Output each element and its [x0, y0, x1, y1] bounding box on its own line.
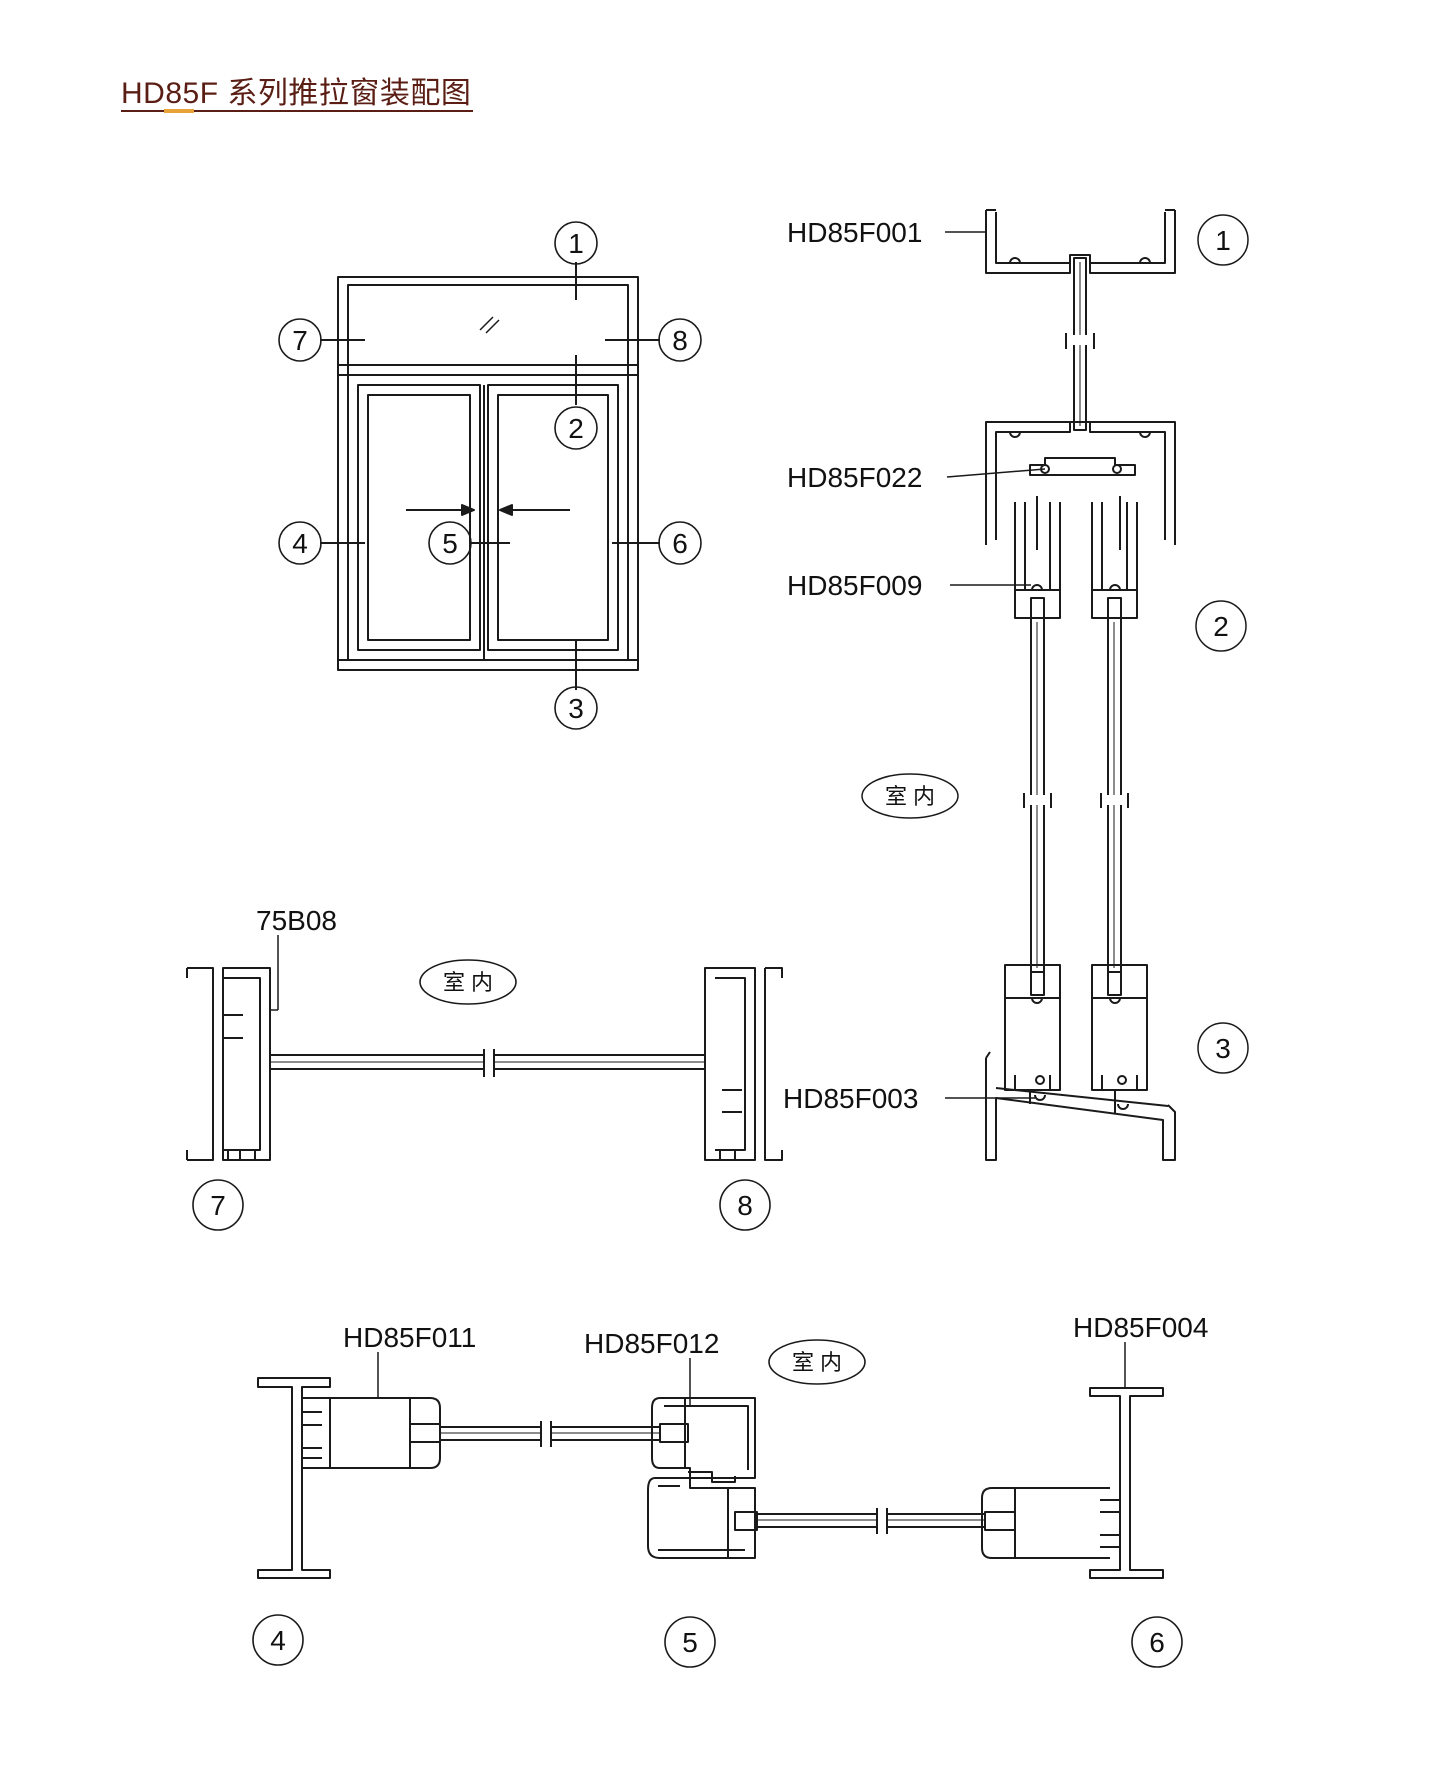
callout-6: 6 — [658, 521, 702, 565]
callout-4-section: 4 — [252, 1614, 304, 1666]
svg-text:室 内: 室 内 — [885, 784, 935, 809]
label-hd85f003: HD85F003 — [783, 1083, 918, 1114]
indoor-badge-456: 室 内 — [768, 1339, 866, 1385]
callout-7-section: 7 — [192, 1179, 244, 1231]
upper-sash-right — [1091, 496, 1138, 619]
label-hd85f011: HD85F011 — [343, 1322, 476, 1353]
callout-1: 1 — [554, 221, 598, 265]
lower-sash-left — [1004, 964, 1061, 1091]
label-hd85f001: HD85F001 — [787, 217, 922, 248]
callout-8: 8 — [658, 318, 702, 362]
callout-1-section: 1 — [1197, 214, 1249, 266]
svg-text:8: 8 — [737, 1190, 753, 1221]
svg-text:1: 1 — [568, 228, 584, 259]
svg-text:4: 4 — [292, 528, 308, 559]
svg-text:2: 2 — [568, 413, 584, 444]
svg-text:7: 7 — [292, 325, 308, 356]
svg-text:6: 6 — [672, 528, 688, 559]
label-75b08: 75B08 — [256, 905, 337, 936]
arrow-left-icon — [499, 504, 513, 516]
glass-mark — [479, 316, 494, 331]
title-accent-mark — [164, 109, 194, 113]
section-4-5-6: HD85F011 HD85F012 HD85F004 室 内 4 5 6 — [252, 1312, 1208, 1668]
title-underline — [121, 110, 473, 112]
indoor-badge-78: 室 内 — [419, 959, 517, 1005]
svg-text:3: 3 — [568, 693, 584, 724]
svg-text:2: 2 — [1213, 611, 1229, 642]
svg-text:室 内: 室 内 — [792, 1350, 842, 1375]
svg-text:室 内: 室 内 — [443, 970, 493, 995]
callout-8-section: 8 — [719, 1179, 771, 1231]
svg-text:1: 1 — [1215, 225, 1231, 256]
callout-2-section: 2 — [1195, 600, 1247, 652]
callout-3-section: 3 — [1197, 1022, 1249, 1074]
label-hd85f022: HD85F022 — [787, 462, 922, 493]
callout-7: 7 — [278, 318, 322, 362]
label-hd85f004: HD85F004 — [1073, 1312, 1208, 1343]
label-hd85f012: HD85F012 — [584, 1328, 719, 1359]
arrow-right-icon — [461, 504, 475, 516]
svg-text:5: 5 — [682, 1627, 698, 1658]
page-title: HD85F 系列推拉窗装配图 — [121, 77, 472, 110]
callout-6-section: 6 — [1131, 1616, 1183, 1668]
svg-text:3: 3 — [1215, 1033, 1231, 1064]
callout-2: 2 — [554, 406, 598, 450]
upper-sash-left — [1014, 496, 1061, 619]
label-hd85f009: HD85F009 — [787, 570, 922, 601]
vertical-section-labels: HD85F001 HD85F022 HD85F009 HD85F003 1 2 … — [783, 214, 1249, 1114]
svg-text:8: 8 — [672, 325, 688, 356]
callout-4: 4 — [278, 521, 322, 565]
callout-5: 5 — [428, 521, 472, 565]
section-7-8: 75B08 室 内 7 8 — [186, 905, 783, 1231]
indoor-badge-vertical: 室 内 — [861, 773, 959, 819]
lower-sash-right — [1091, 964, 1148, 1091]
svg-text:7: 7 — [210, 1190, 226, 1221]
window-elevation — [320, 262, 660, 690]
elevation-callouts: 1 2 3 4 5 6 7 8 — [278, 221, 702, 730]
callout-5-section: 5 — [664, 1616, 716, 1668]
svg-text:5: 5 — [442, 528, 458, 559]
vertical-section — [985, 209, 1176, 1161]
svg-text:6: 6 — [1149, 1627, 1165, 1658]
callout-3: 3 — [554, 686, 598, 730]
svg-text:4: 4 — [270, 1625, 286, 1656]
